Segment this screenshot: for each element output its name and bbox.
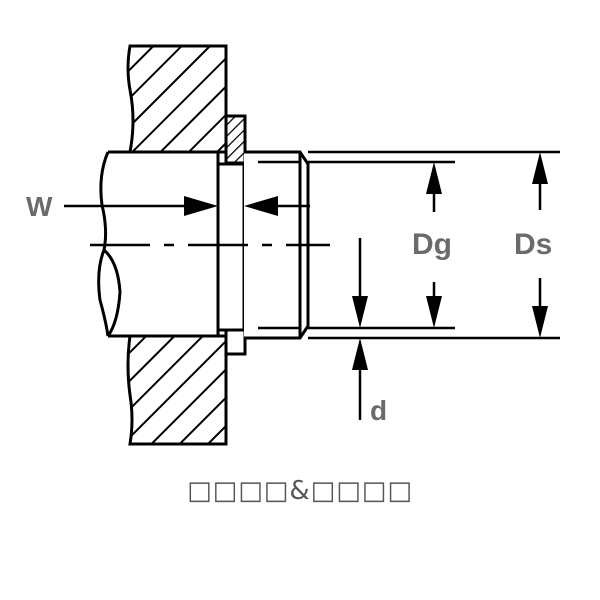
d-dimension <box>352 238 368 420</box>
washer-plate <box>216 162 246 332</box>
dg-arrow-up-icon <box>426 162 442 194</box>
d-arrow-up-icon <box>352 338 368 370</box>
dg-dimension <box>426 162 442 328</box>
ds-arrow-down-icon <box>532 306 548 338</box>
gasket-top <box>224 114 247 165</box>
d-arrow-down-icon <box>352 296 368 328</box>
ds-arrow-up-icon <box>532 152 548 184</box>
extension-lines <box>308 150 560 340</box>
w-arrow-left-icon <box>244 196 278 216</box>
w-arrow-right-icon <box>184 196 218 216</box>
label-dg: Dg <box>412 228 452 261</box>
gasket-bottom <box>224 328 247 356</box>
w-dimension <box>64 196 310 216</box>
dg-arrow-down-icon <box>426 296 442 328</box>
label-ds: Ds <box>514 228 552 261</box>
housing-top <box>126 44 228 154</box>
ds-dimension <box>532 152 548 338</box>
label-w: W <box>26 191 53 222</box>
label-d: d <box>370 395 387 426</box>
diagram-caption: □□□□&□□□□ <box>187 476 413 506</box>
housing-bottom <box>126 334 228 446</box>
